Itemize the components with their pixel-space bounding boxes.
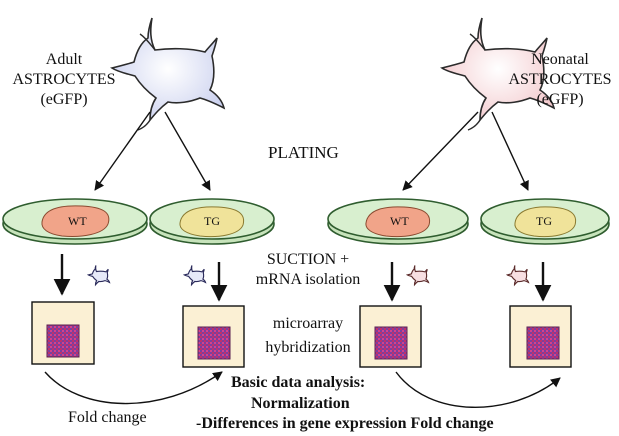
neonatal-label-line3: (eGFP) [536,91,584,108]
neonatal-label-line2: ASTROCYTES [508,71,612,88]
adult-label: Adult ASTROCYTES (eGFP) [2,50,126,110]
dish-neonatal-wt [327,198,469,245]
small-astrocyte-icon-3 [405,265,430,287]
plating-arrows [94,111,529,191]
suction-arrows [53,254,552,302]
adult-label-line3: (eGFP) [40,91,88,108]
microarray-label: microarray hybridization [252,314,364,358]
microarray-chip-neonatal-tg [509,305,572,368]
small-astrocyte-icon-4 [505,265,530,287]
microarray-chip-adult-tg [182,305,245,368]
dish-neonatal-tg [480,198,610,245]
dish-label-neonatal-wt: WT [390,214,409,228]
microarray-label-line2: hybridization [265,339,351,356]
analysis-title: Basic data analysis: [231,374,366,391]
adult-label-line2: ASTROCYTES [12,71,116,88]
microarray-chip-neonatal-wt [359,305,422,368]
analysis-differences: -Differences in gene expression Fold cha… [196,415,494,432]
suction-label-line2: mRNA isolation [255,271,361,288]
microarray-label-line1: microarray [272,315,344,332]
suction-label: SUCTION + mRNA isolation [244,250,372,290]
neonatal-label-line1: Neonatal [531,51,589,68]
plating-label: PLATING [268,143,339,162]
neonatal-label: Neonatal ASTROCYTES (eGFP) [498,50,619,110]
adult-label-line1: Adult [45,51,83,68]
dish-label-neonatal-tg: TG [536,214,552,228]
dish-adult-wt [2,198,148,245]
dish-label-adult-wt: WT [68,214,87,228]
small-astrocyte-icon-2 [182,265,207,287]
suction-label-line1: SUCTION + [266,251,350,268]
adult-astrocyte-icon [110,17,226,131]
analysis-normalization: Normalization [251,395,350,412]
neonatal-astrocyte-icon [440,17,556,131]
fold-change-arrows [44,371,561,408]
microarray-chip-adult-wt [31,301,95,365]
fold-change-label: Fold change [68,409,147,426]
dish-adult-tg [149,198,275,245]
dish-label-adult-tg: TG [204,214,220,228]
small-astrocyte-icon-1 [86,265,111,287]
